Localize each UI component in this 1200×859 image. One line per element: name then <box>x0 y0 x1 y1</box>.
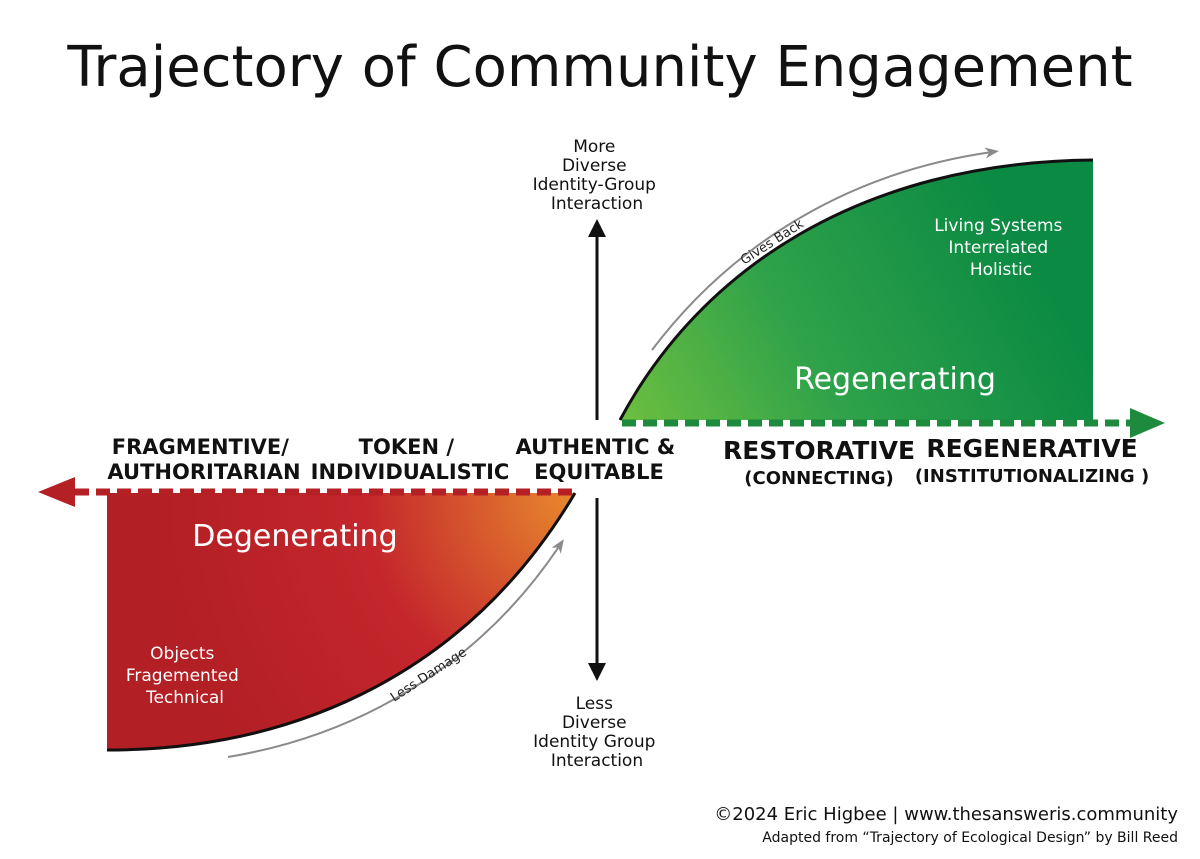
adapted-from-line: Adapted from “Trajectory of Ecological D… <box>762 830 1178 846</box>
gives-back-arc <box>651 147 999 351</box>
regenerating-region <box>620 160 1093 420</box>
diagram-title: Trajectory of Community Engagement <box>66 35 1132 100</box>
green-arrowhead-icon <box>1130 408 1165 438</box>
degenerating-description: Objects Fragemented Technical <box>126 644 244 708</box>
regenerating-curve <box>618 158 1094 421</box>
stage-restorative: RESTORATIVE <box>723 436 915 465</box>
less-damage-arc <box>227 539 564 758</box>
credit-line: ©2024 Eric Higbee | www.thesansweris.com… <box>714 804 1178 825</box>
red-arrowhead-icon <box>38 477 75 507</box>
stage-restorative-sub: (CONNECTING) <box>744 468 893 489</box>
stage-token: TOKEN / INDIVIDUALISTIC <box>311 435 510 484</box>
stage-fragmentive: FRAGMENTIVE/ AUTHORITARIAN <box>107 435 300 484</box>
degenerating-label: Degenerating <box>192 519 397 554</box>
stage-authentic: AUTHENTIC & EQUITABLE <box>516 435 683 484</box>
degenerating-curve <box>106 492 577 752</box>
stage-regenerative: REGENERATIVE <box>926 434 1137 463</box>
stage-regenerative-sub: (INSTITUTIONALIZING ) <box>915 466 1149 487</box>
regenerating-label: Regenerating <box>794 362 996 397</box>
axis-up-label: More Diverse Identity-Group Interaction <box>533 137 662 214</box>
degenerating-region <box>107 493 575 750</box>
regenerating-description: Living Systems Interrelated Holistic <box>934 216 1068 280</box>
axis-down-label: Less Diverse Identity Group Interaction <box>533 694 661 771</box>
